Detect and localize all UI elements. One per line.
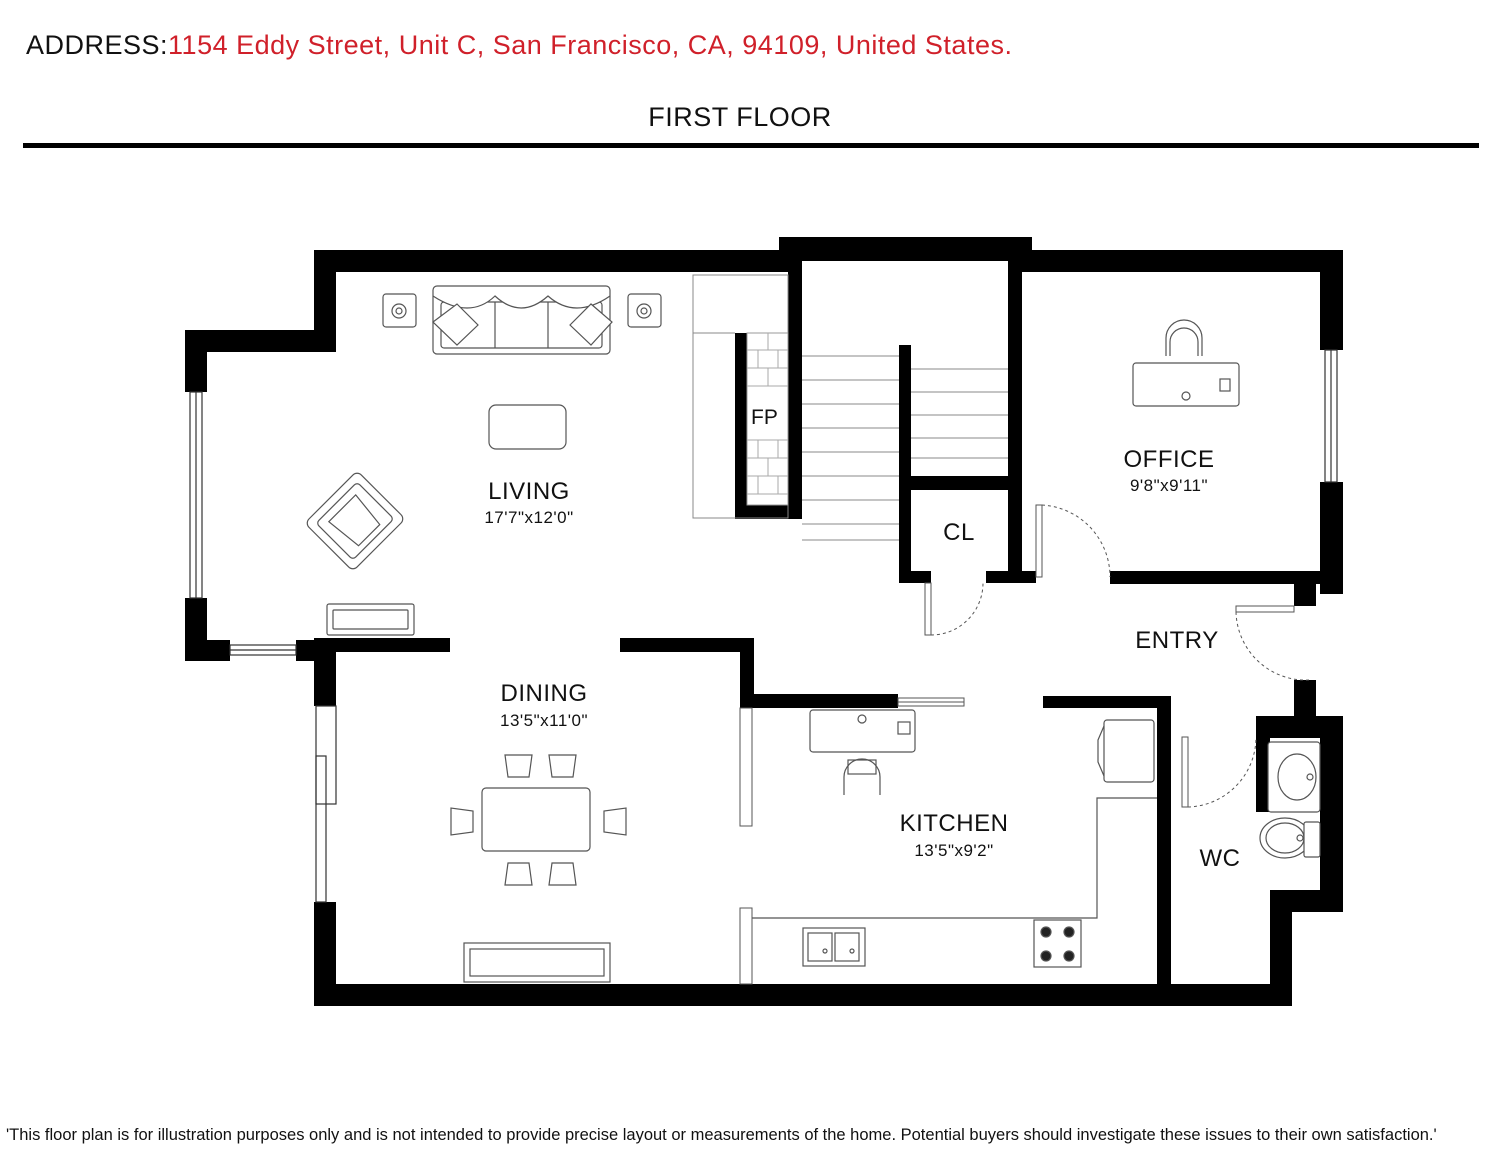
address-label: ADDRESS: bbox=[26, 30, 169, 60]
stairs bbox=[802, 355, 1008, 541]
doors bbox=[739, 504, 1311, 985]
office-label: OFFICE bbox=[1124, 446, 1215, 473]
disclaimer: 'This floor plan is for illustration pur… bbox=[6, 1126, 1437, 1144]
address-line: ADDRESS:1154 Eddy Street, Unit C, San Fr… bbox=[26, 30, 1012, 61]
entry-label: ENTRY bbox=[1135, 627, 1218, 654]
fireplace-label: FP bbox=[751, 406, 778, 429]
floor-title: FIRST FLOOR bbox=[648, 102, 832, 132]
header-divider bbox=[23, 143, 1479, 148]
kitchen-label: KITCHEN bbox=[900, 810, 1009, 837]
dining-dimensions: 13'5"x11'0" bbox=[500, 711, 588, 730]
dining-label: DINING bbox=[501, 680, 588, 707]
room-labels: LIVING 17'7"x12'0" DINING 13'5"x11'0" KI… bbox=[484, 446, 1240, 872]
closet-label: CL bbox=[943, 519, 975, 546]
address-value: 1154 Eddy Street, Unit C, San Francisco,… bbox=[168, 30, 1013, 60]
windows bbox=[189, 349, 1338, 903]
walls bbox=[185, 237, 1343, 1006]
office-dimensions: 9'8"x9'11" bbox=[1130, 476, 1208, 495]
dining-furniture bbox=[450, 754, 627, 983]
kitchen-furniture bbox=[752, 709, 1157, 968]
living-furniture bbox=[306, 285, 662, 636]
wc-label: WC bbox=[1200, 845, 1241, 872]
living-label: LIVING bbox=[488, 478, 570, 505]
kitchen-dimensions: 13'5"x9'2" bbox=[914, 841, 993, 860]
living-dimensions: 17'7"x12'0" bbox=[484, 508, 573, 527]
fireplace: FP bbox=[692, 274, 789, 519]
wc-fixtures bbox=[1259, 741, 1321, 859]
office-furniture bbox=[1132, 319, 1240, 407]
